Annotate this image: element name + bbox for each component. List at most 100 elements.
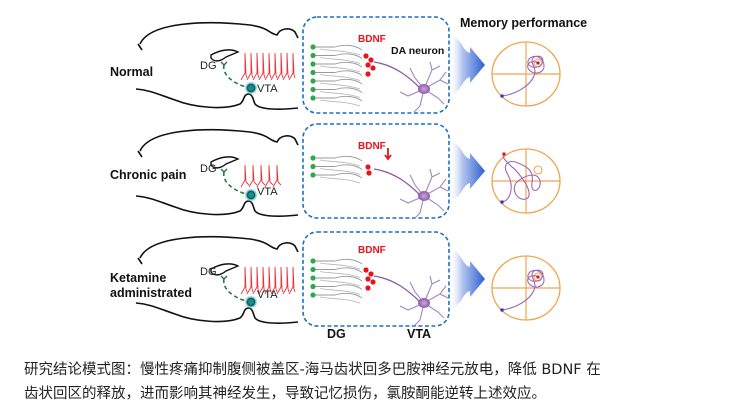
da-dendrites [399, 168, 449, 220]
synapse-box [302, 123, 450, 219]
trajectory-start [500, 200, 504, 204]
dg-axon [313, 53, 363, 59]
dg-vta-pathway [223, 278, 251, 303]
dg-cell-body [310, 266, 316, 273]
trajectory-end [536, 275, 540, 279]
memory-performance-title: Memory performance [460, 16, 588, 30]
dg-cell-body [310, 155, 316, 161]
synapse-box [302, 16, 450, 114]
dg-cell-body [310, 172, 316, 178]
dg-axon [313, 87, 363, 93]
hippocampus-outline [210, 263, 240, 276]
dg-cell-body [310, 86, 316, 93]
vta-label-row3: VTA [257, 289, 278, 301]
dg-cell-body [310, 61, 316, 67]
spike [240, 52, 248, 81]
vta-soma [246, 83, 256, 93]
vta-label-row2: VTA [257, 186, 278, 198]
dg-vta-pathway [223, 64, 251, 89]
dg-axon-branch [319, 176, 361, 184]
output-arrow [449, 141, 485, 201]
spike [272, 164, 282, 188]
bdnf-dot [366, 170, 372, 176]
bdnf-label-row2: BDNF [358, 141, 386, 152]
dg-axon [313, 292, 363, 299]
dg-terminal [220, 61, 228, 66]
swim-trajectory [501, 269, 545, 311]
dg-axon [313, 155, 363, 162]
dg-axon-branch [319, 262, 361, 270]
spike [246, 266, 254, 295]
dg-label-row1: DG [200, 60, 217, 72]
dg-axon-branch [319, 288, 361, 295]
bdnf-dot [363, 267, 369, 273]
bottom-dg-label: DG [327, 327, 346, 341]
da-soma [418, 84, 430, 94]
dg-axon-branch [319, 279, 361, 287]
brain-outline-front [137, 43, 143, 51]
spike [282, 266, 290, 295]
vta-glow [244, 81, 258, 95]
bdnf-dot [365, 164, 371, 170]
trajectory-start [500, 94, 504, 98]
spike [252, 266, 260, 295]
dg-axon-branch [319, 296, 361, 304]
bdnf-dot [368, 271, 374, 277]
dg-axon [313, 44, 363, 51]
brain-outline-bottom [135, 302, 299, 324]
spike [282, 52, 290, 81]
vta-soma [246, 297, 256, 307]
bdnf-dot [365, 276, 371, 282]
bdnf-label-row1: BDNF [358, 34, 386, 45]
bdnf-label-row3: BDNF [358, 245, 386, 256]
bdnf-dot [370, 279, 376, 285]
dg-cell-body [310, 95, 316, 101]
brain-outline-top [139, 128, 299, 152]
dg-cell-body [310, 78, 316, 84]
vta-label-row1: VTA [257, 83, 278, 95]
spike [276, 266, 284, 295]
spike [258, 266, 266, 295]
mechanism-diagram [135, 16, 561, 327]
trajectory-start [500, 308, 504, 312]
spike [270, 52, 278, 81]
dg-axon-branch [319, 99, 361, 107]
spike [248, 164, 258, 188]
row-2 [135, 123, 561, 220]
dg-cell-body [310, 283, 316, 290]
da-neuron-label: DA neuron [391, 45, 445, 57]
trajectory-end [502, 152, 506, 156]
dg-cell-body [310, 275, 316, 281]
row-1 [135, 16, 561, 114]
hippocampus-outline [210, 156, 240, 169]
spike [258, 52, 266, 81]
da-axon [373, 61, 421, 89]
dg-axon [313, 258, 363, 265]
spike [246, 52, 254, 81]
trajectory-end [536, 61, 540, 65]
dg-axon [313, 164, 363, 170]
dg-axon [313, 70, 363, 76]
dg-cell-body [310, 44, 316, 50]
spike [264, 164, 274, 188]
maze-platform [533, 165, 543, 175]
brain-outline-top [139, 21, 299, 45]
bottom-vta-label: VTA [407, 327, 432, 341]
bdnf-dot [363, 53, 369, 59]
dg-axon-branch [319, 74, 361, 81]
bdnf-dot [370, 65, 376, 71]
condition-label-normal: Normal [110, 65, 154, 79]
dg-axon-branch [319, 48, 361, 56]
row-3 [135, 231, 561, 327]
vta-glow [244, 295, 258, 309]
brain-outline-front [137, 150, 143, 158]
brain-outline-top [139, 235, 299, 259]
dg-cell-body [310, 163, 316, 170]
bdnf-dot [368, 57, 374, 63]
bdnf-dot [365, 285, 371, 291]
dg-axon [313, 95, 363, 102]
output-arrow [449, 249, 485, 309]
dg-label-row2: DG [200, 163, 217, 175]
dg-vta-pathway [223, 171, 251, 196]
spike [240, 164, 250, 188]
